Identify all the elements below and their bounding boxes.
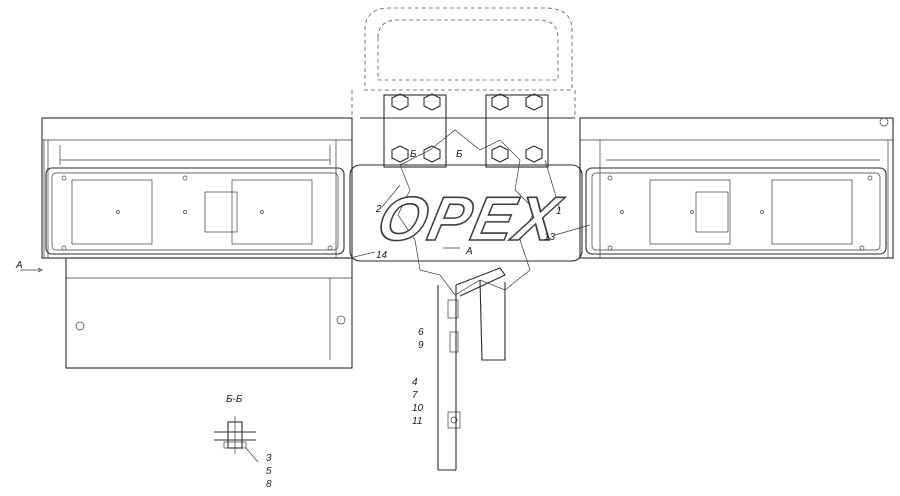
view-marker-left: А xyxy=(15,260,23,271)
section-marker-right: Б xyxy=(456,149,463,160)
leader-lines xyxy=(20,159,591,463)
callout-9: 9 xyxy=(418,340,424,351)
section-title: Б-Б xyxy=(226,394,243,405)
callout-7: 7 xyxy=(412,390,418,401)
center-brackets xyxy=(383,93,549,168)
opex-watermark: OPEX xyxy=(372,185,568,254)
callout-14: 14 xyxy=(376,250,388,261)
callout-3: 3 xyxy=(266,453,272,464)
section-marker-left: Б xyxy=(410,149,417,160)
right-mudguard xyxy=(579,117,894,259)
view-marker-center: А xyxy=(465,246,473,257)
vertical-pipe xyxy=(437,267,506,471)
callout-10: 10 xyxy=(412,403,424,414)
callout-1: 1 xyxy=(556,206,562,217)
cab-outline xyxy=(351,7,576,118)
callout-4: 4 xyxy=(412,377,418,388)
callout-8: 8 xyxy=(266,479,272,490)
callout-5: 5 xyxy=(266,466,272,477)
callout-6: 6 xyxy=(418,327,424,338)
frame-top-rails xyxy=(42,117,893,141)
callout-11: 11 xyxy=(412,416,422,427)
callout-2: 2 xyxy=(375,204,382,215)
callout-13: 13 xyxy=(544,232,556,243)
left-mudguard xyxy=(41,117,353,369)
section-detail xyxy=(214,416,256,454)
